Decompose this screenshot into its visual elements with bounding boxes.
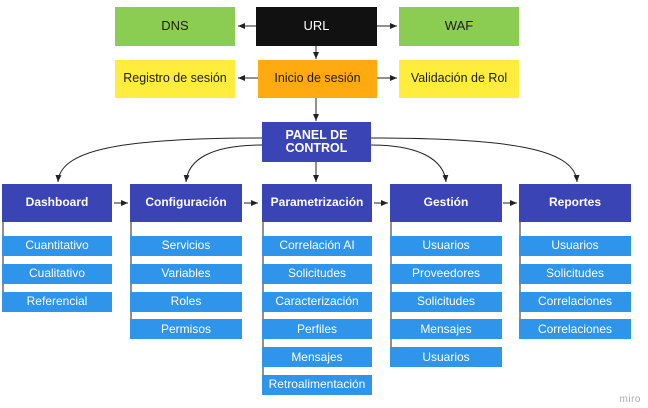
column-item: Referencial: [2, 291, 112, 312]
validacion-rol-node: Validación de Rol: [399, 60, 519, 98]
column-header-parametrizacion: Parametrización: [262, 184, 372, 222]
column-item: Correlación AI: [262, 236, 372, 256]
column-item: Solicitudes: [262, 263, 372, 284]
arrow-panel-to-configuracion: [183, 144, 263, 183]
waf-node: WAF: [399, 7, 519, 46]
column-header-configuracion: Configuración: [130, 184, 242, 222]
column-item: Cuantitativo: [2, 236, 112, 256]
column-item: Mensajes: [262, 347, 372, 368]
column-item: Proveedores: [390, 263, 502, 284]
column-item: Roles: [130, 291, 242, 312]
arrow-panel-to-reportes: [370, 137, 580, 183]
column-header-reportes: Reportes: [519, 184, 631, 222]
registro-sesion-node: Registro de sesión: [115, 60, 235, 98]
column-item: Mensajes: [390, 319, 502, 340]
column-item: Perfiles: [262, 319, 372, 340]
column-item: Usuarios: [519, 236, 631, 256]
arrow-panel-to-dashboard: [55, 137, 263, 183]
column-item: Correlaciones: [519, 319, 631, 340]
column-item: Solicitudes: [519, 263, 631, 284]
column-item: Servicios: [130, 236, 242, 256]
column-item: Variables: [130, 263, 242, 284]
column-header-dashboard: Dashboard: [2, 184, 112, 222]
column-header-gestion: Gestión: [390, 184, 502, 222]
dns-node: DNS: [115, 7, 235, 46]
column-item: Caracterización: [262, 291, 372, 312]
column-item: Cualitativo: [2, 263, 112, 284]
column-item: Usuarios: [390, 236, 502, 256]
column-item: Retroalimentación: [262, 375, 372, 395]
inicio-sesion-node: Inicio de sesión: [258, 60, 377, 98]
arrow-panel-to-gestion: [370, 144, 449, 183]
column-item: Usuarios: [390, 347, 502, 368]
column-item: Solicitudes: [390, 291, 502, 312]
url-node: URL: [256, 7, 377, 46]
column-item: Correlaciones: [519, 291, 631, 312]
panel-de-control-node: PANEL DE CONTROL: [262, 122, 371, 162]
miro-watermark: miro: [619, 394, 641, 405]
column-item: Permisos: [130, 319, 242, 340]
